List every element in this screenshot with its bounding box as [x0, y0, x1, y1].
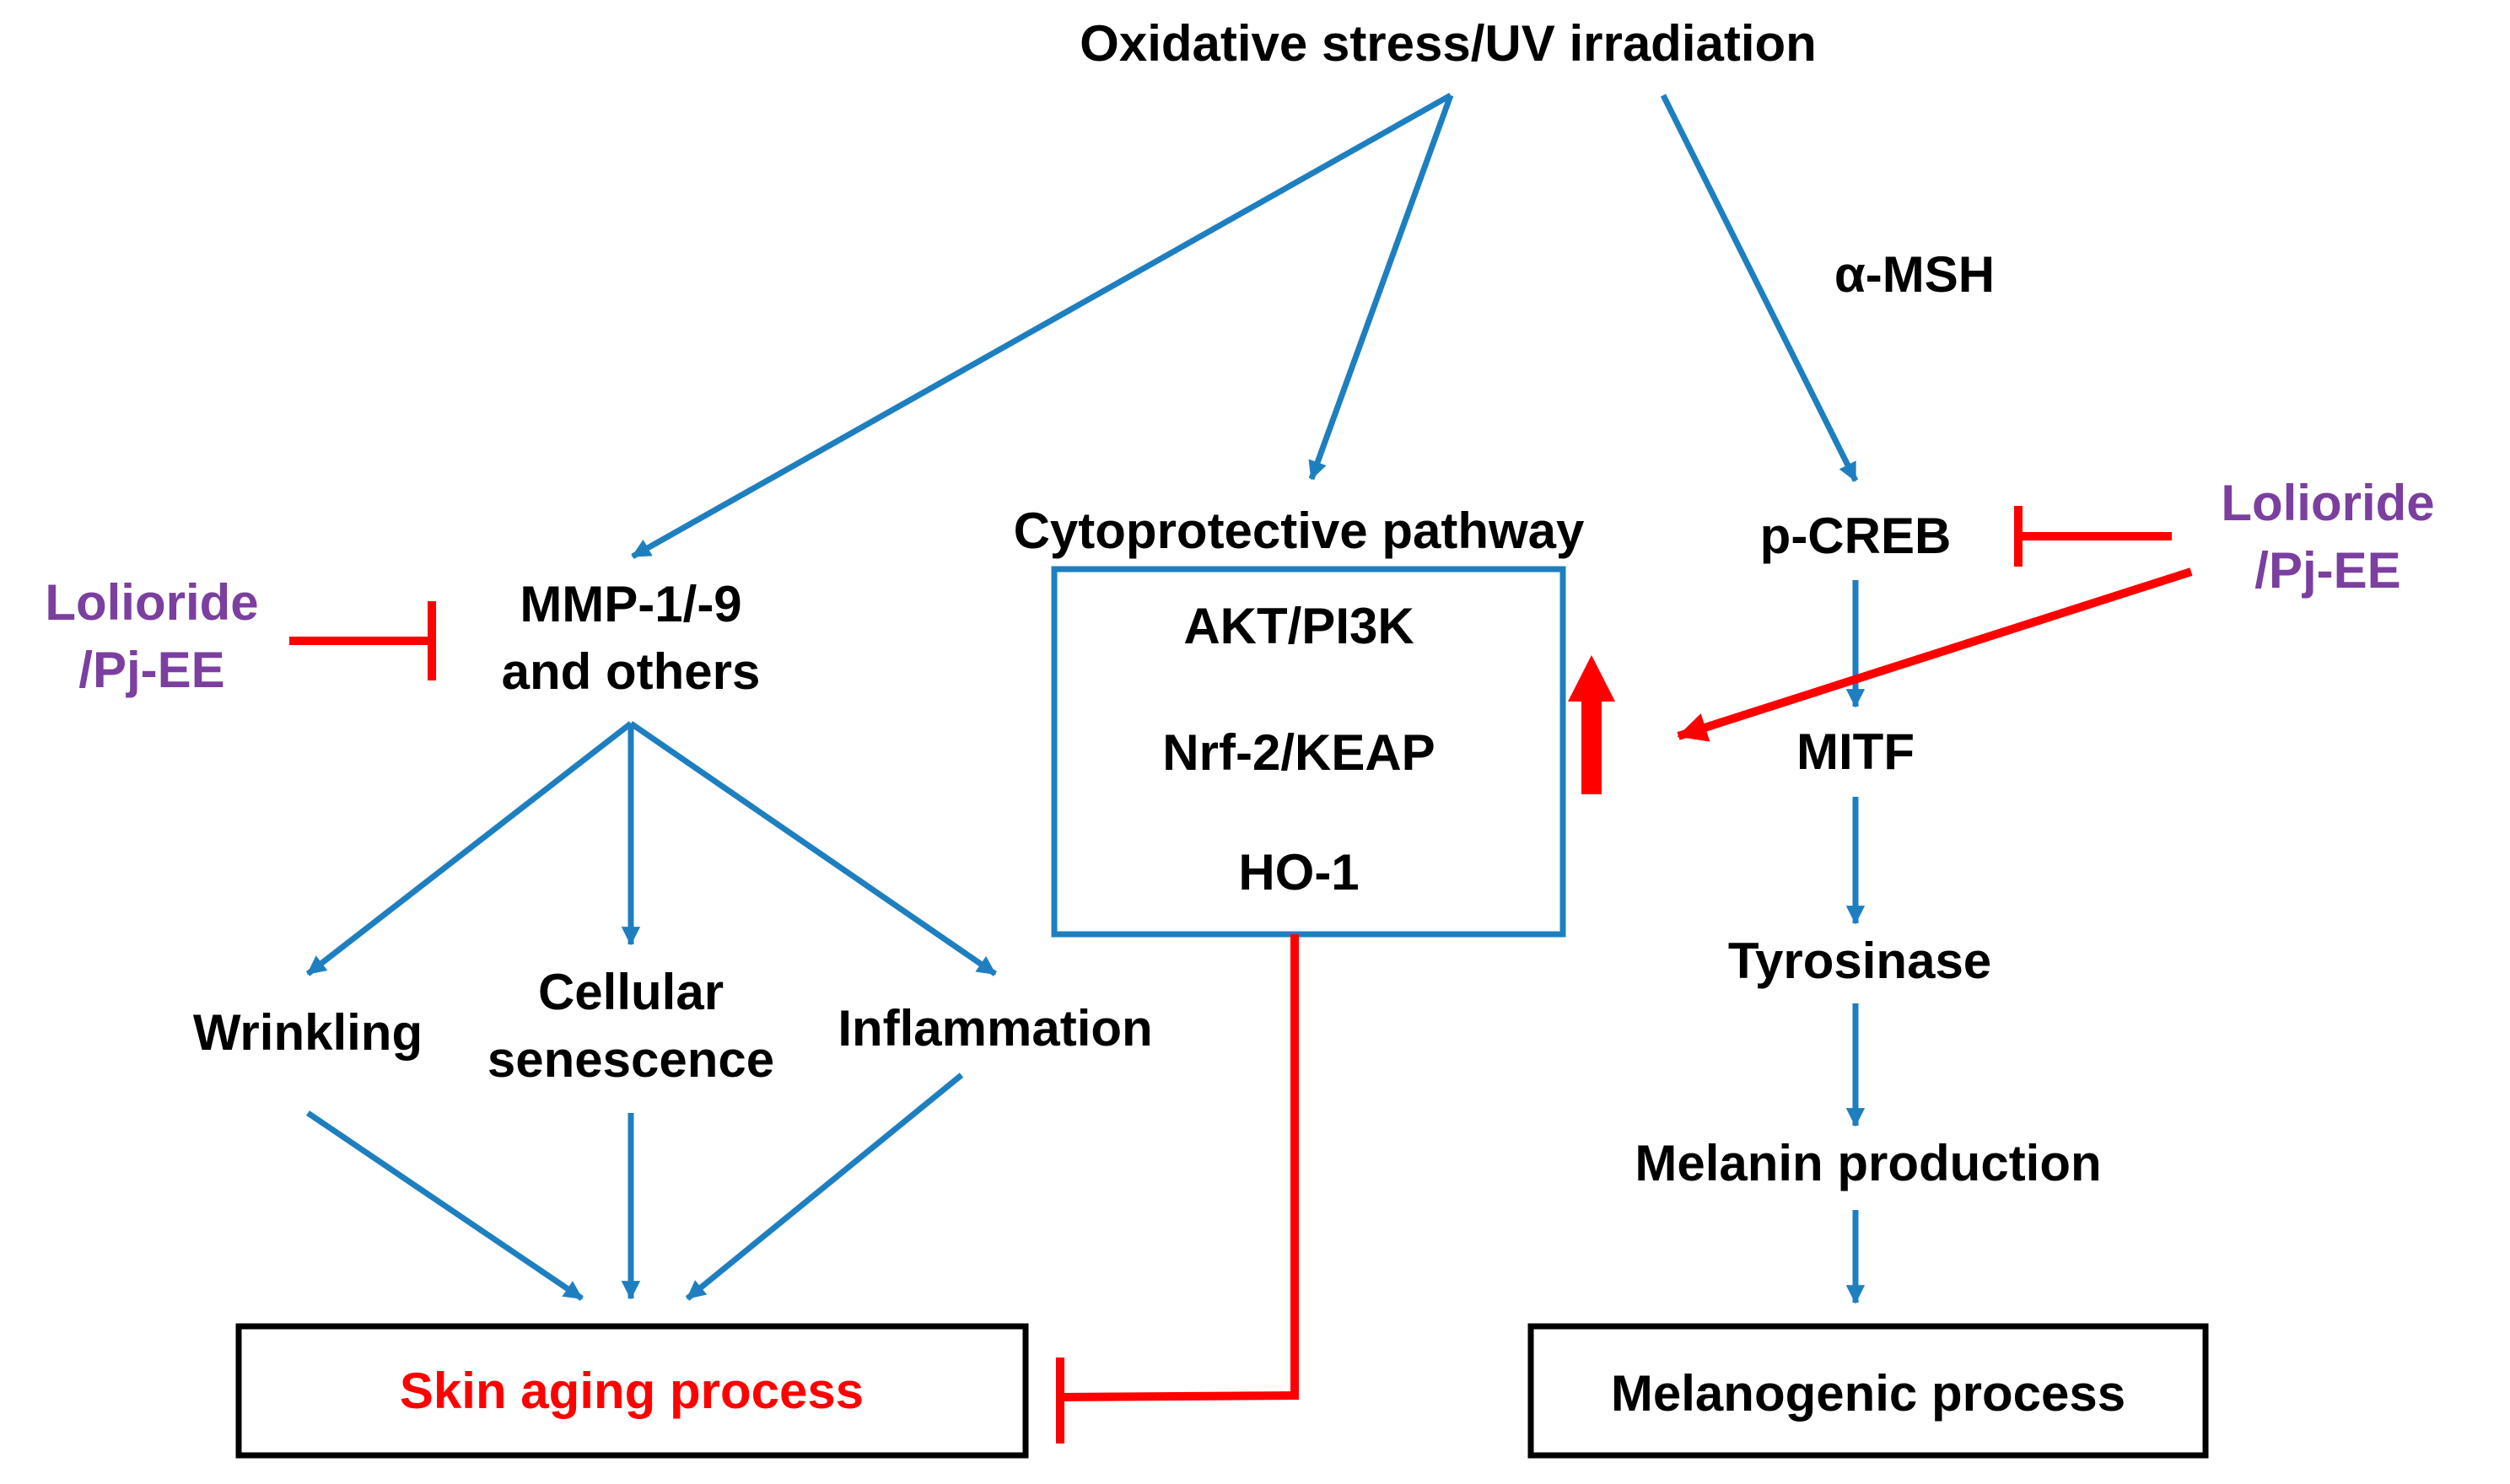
- agent-right-line1: Lolioride: [2221, 475, 2435, 531]
- node-nrf2-keap: Nrf-2/KEAP: [1162, 724, 1435, 781]
- label-alpha-msh: α-MSH: [1834, 246, 1996, 303]
- activate-right-lolioride-to-cytoprotective: [1677, 567, 2193, 742]
- node-ho1: HO-1: [1238, 844, 1360, 901]
- node-mmp-line2: and others: [501, 643, 761, 700]
- node-tyrosinase: Tyrosinase: [1727, 933, 1992, 989]
- node-cytoprotective-pathway: Cytoprotective pathway: [1013, 503, 1585, 559]
- arrow-top-to-mmp: [631, 92, 1452, 560]
- node-akt-pi3k: AKT/PI3K: [1183, 598, 1414, 654]
- node-mmp-line1: MMP-1/-9: [520, 576, 742, 632]
- node-mitf: MITF: [1796, 723, 1915, 780]
- arrow-top-to-pcreb: [1660, 94, 1859, 482]
- thick-up-arrow-icon: [1568, 655, 1615, 794]
- node-inflammation: Inflammation: [838, 1000, 1153, 1057]
- node-pcreb: p-CREB: [1759, 508, 1952, 564]
- agent-right-line2: /Pj-EE: [2254, 542, 2401, 599]
- node-melanin-production: Melanin production: [1635, 1135, 2102, 1191]
- cytoprotective-box: [1051, 566, 1566, 938]
- arrow-mmp-to-wrinkling: [305, 721, 633, 976]
- node-wrinkling: Wrinkling: [192, 1004, 423, 1061]
- arrow-top-to-cytoprotective: [1308, 94, 1454, 481]
- melanogenic-box: [1527, 1323, 2209, 1459]
- node-skin-aging-process: Skin aging process: [399, 1363, 864, 1419]
- agent-left-line2: /Pj-EE: [78, 642, 225, 698]
- node-melanogenic-process: Melanogenic process: [1610, 1365, 2126, 1422]
- inhibit-cytoprotective-to-skin-aging: [1062, 934, 1299, 1401]
- agent-left-line1: Lolioride: [45, 574, 259, 631]
- node-cellular-line1: Cellular: [537, 964, 724, 1020]
- node-oxidative-stress: Oxidative stress/UV irradiation: [1080, 15, 1817, 72]
- arrow-inflammation-to-skin-aging: [685, 1073, 964, 1301]
- skin-aging-box: [235, 1323, 1029, 1459]
- arrow-mmp-to-inflammation: [629, 721, 997, 976]
- node-cellular-line2: senescence: [487, 1031, 775, 1088]
- arrow-wrinkling-to-skin-aging: [306, 1110, 584, 1301]
